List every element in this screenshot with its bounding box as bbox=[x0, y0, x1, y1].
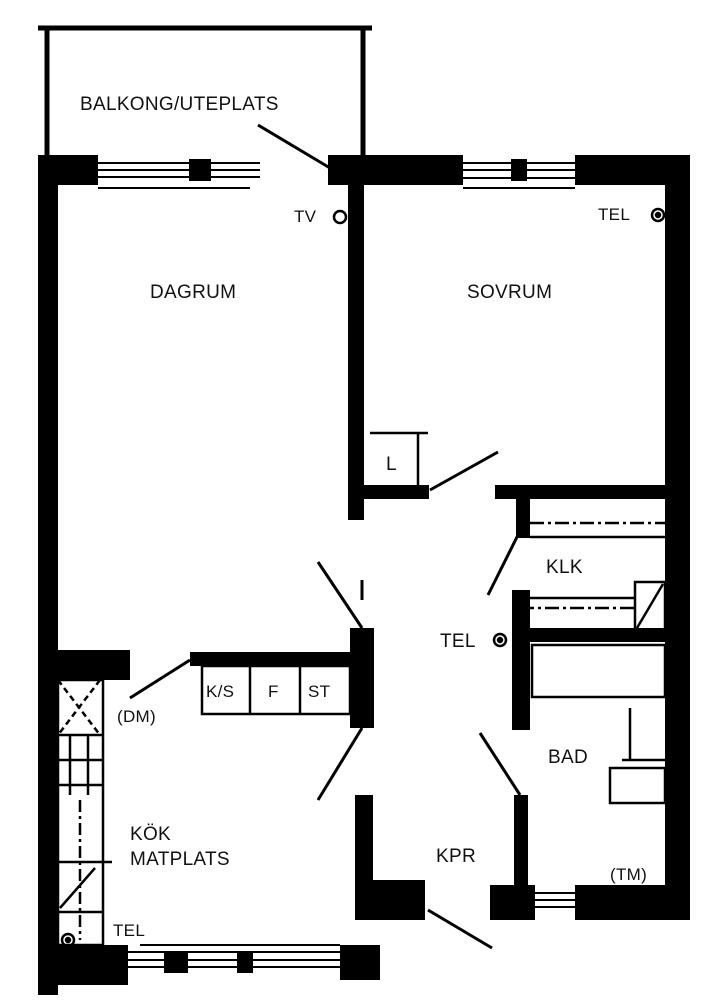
bedroom-label: SOVRUM bbox=[467, 282, 553, 303]
bedroom-tel-label: TEL bbox=[598, 205, 631, 224]
tv-outlet-label: TV bbox=[294, 207, 317, 226]
fridge-freezer-label: K/S bbox=[206, 682, 235, 701]
closet-label: KLK bbox=[546, 557, 583, 578]
walls bbox=[38, 155, 690, 995]
hall-tel-label: TEL bbox=[440, 631, 476, 652]
fixtures bbox=[56, 207, 667, 948]
bathroom-label: BAD bbox=[548, 747, 588, 768]
freezer-label: F bbox=[268, 682, 279, 701]
door-swings bbox=[129, 123, 522, 950]
kitchen-label: KÖK bbox=[130, 824, 172, 845]
stove-label: ST bbox=[308, 682, 331, 701]
balcony-label: BALKONG/UTEPLATS bbox=[80, 94, 279, 115]
balcony-outline bbox=[38, 25, 372, 158]
washer-label: (TM) bbox=[610, 865, 648, 884]
living-room-label: DAGRUM bbox=[150, 282, 237, 303]
storage-label: KPR bbox=[436, 846, 476, 867]
windows bbox=[98, 159, 575, 973]
dishwasher-label: (DM) bbox=[117, 707, 156, 726]
linen-closet-label: L bbox=[386, 454, 397, 475]
kitchen-tel-label: TEL bbox=[113, 921, 146, 940]
dining-label: MATPLATS bbox=[130, 849, 230, 870]
